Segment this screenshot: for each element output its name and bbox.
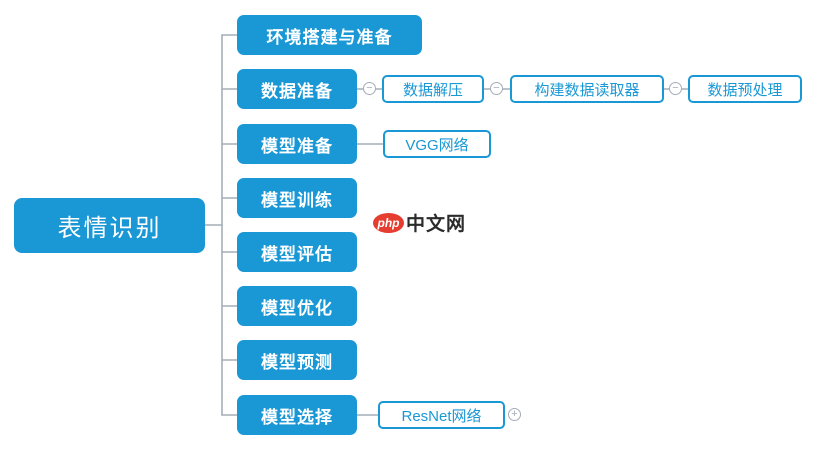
branch-node-data-prep[interactable]: 数据准备 [237,69,357,109]
leaf-node-resnet-network[interactable]: ResNet网络 [378,401,505,429]
branch-node-env-setup[interactable]: 环境搭建与准备 [237,15,422,55]
branch-node-model-eval[interactable]: 模型评估 [237,232,357,272]
branch-node-model-prep[interactable]: 模型准备 [237,124,357,164]
branch-node-model-select[interactable]: 模型选择 [237,395,357,435]
collapse-icon-data-reader[interactable]: − [669,82,682,95]
collapse-icon-data-unzip[interactable]: − [490,82,503,95]
leaf-node-vgg-network[interactable]: VGG网络 [383,130,491,158]
branch-node-model-train[interactable]: 模型训练 [237,178,357,218]
expand-icon-resnet[interactable]: + [508,408,521,421]
leaf-node-data-reader[interactable]: 构建数据读取器 [510,75,664,103]
watermark: php 中文网 [373,209,466,236]
collapse-icon-data-prep[interactable]: − [363,82,376,95]
root-node-expression-recognition[interactable]: 表情识别 [14,198,205,253]
watermark-site-name: 中文网 [406,214,467,235]
branch-node-model-optimize[interactable]: 模型优化 [237,286,357,326]
leaf-node-data-unzip[interactable]: 数据解压 [382,75,484,103]
php-logo-icon: php [373,212,404,233]
leaf-node-data-preprocess[interactable]: 数据预处理 [688,75,802,103]
branch-node-model-predict[interactable]: 模型预测 [237,340,357,380]
